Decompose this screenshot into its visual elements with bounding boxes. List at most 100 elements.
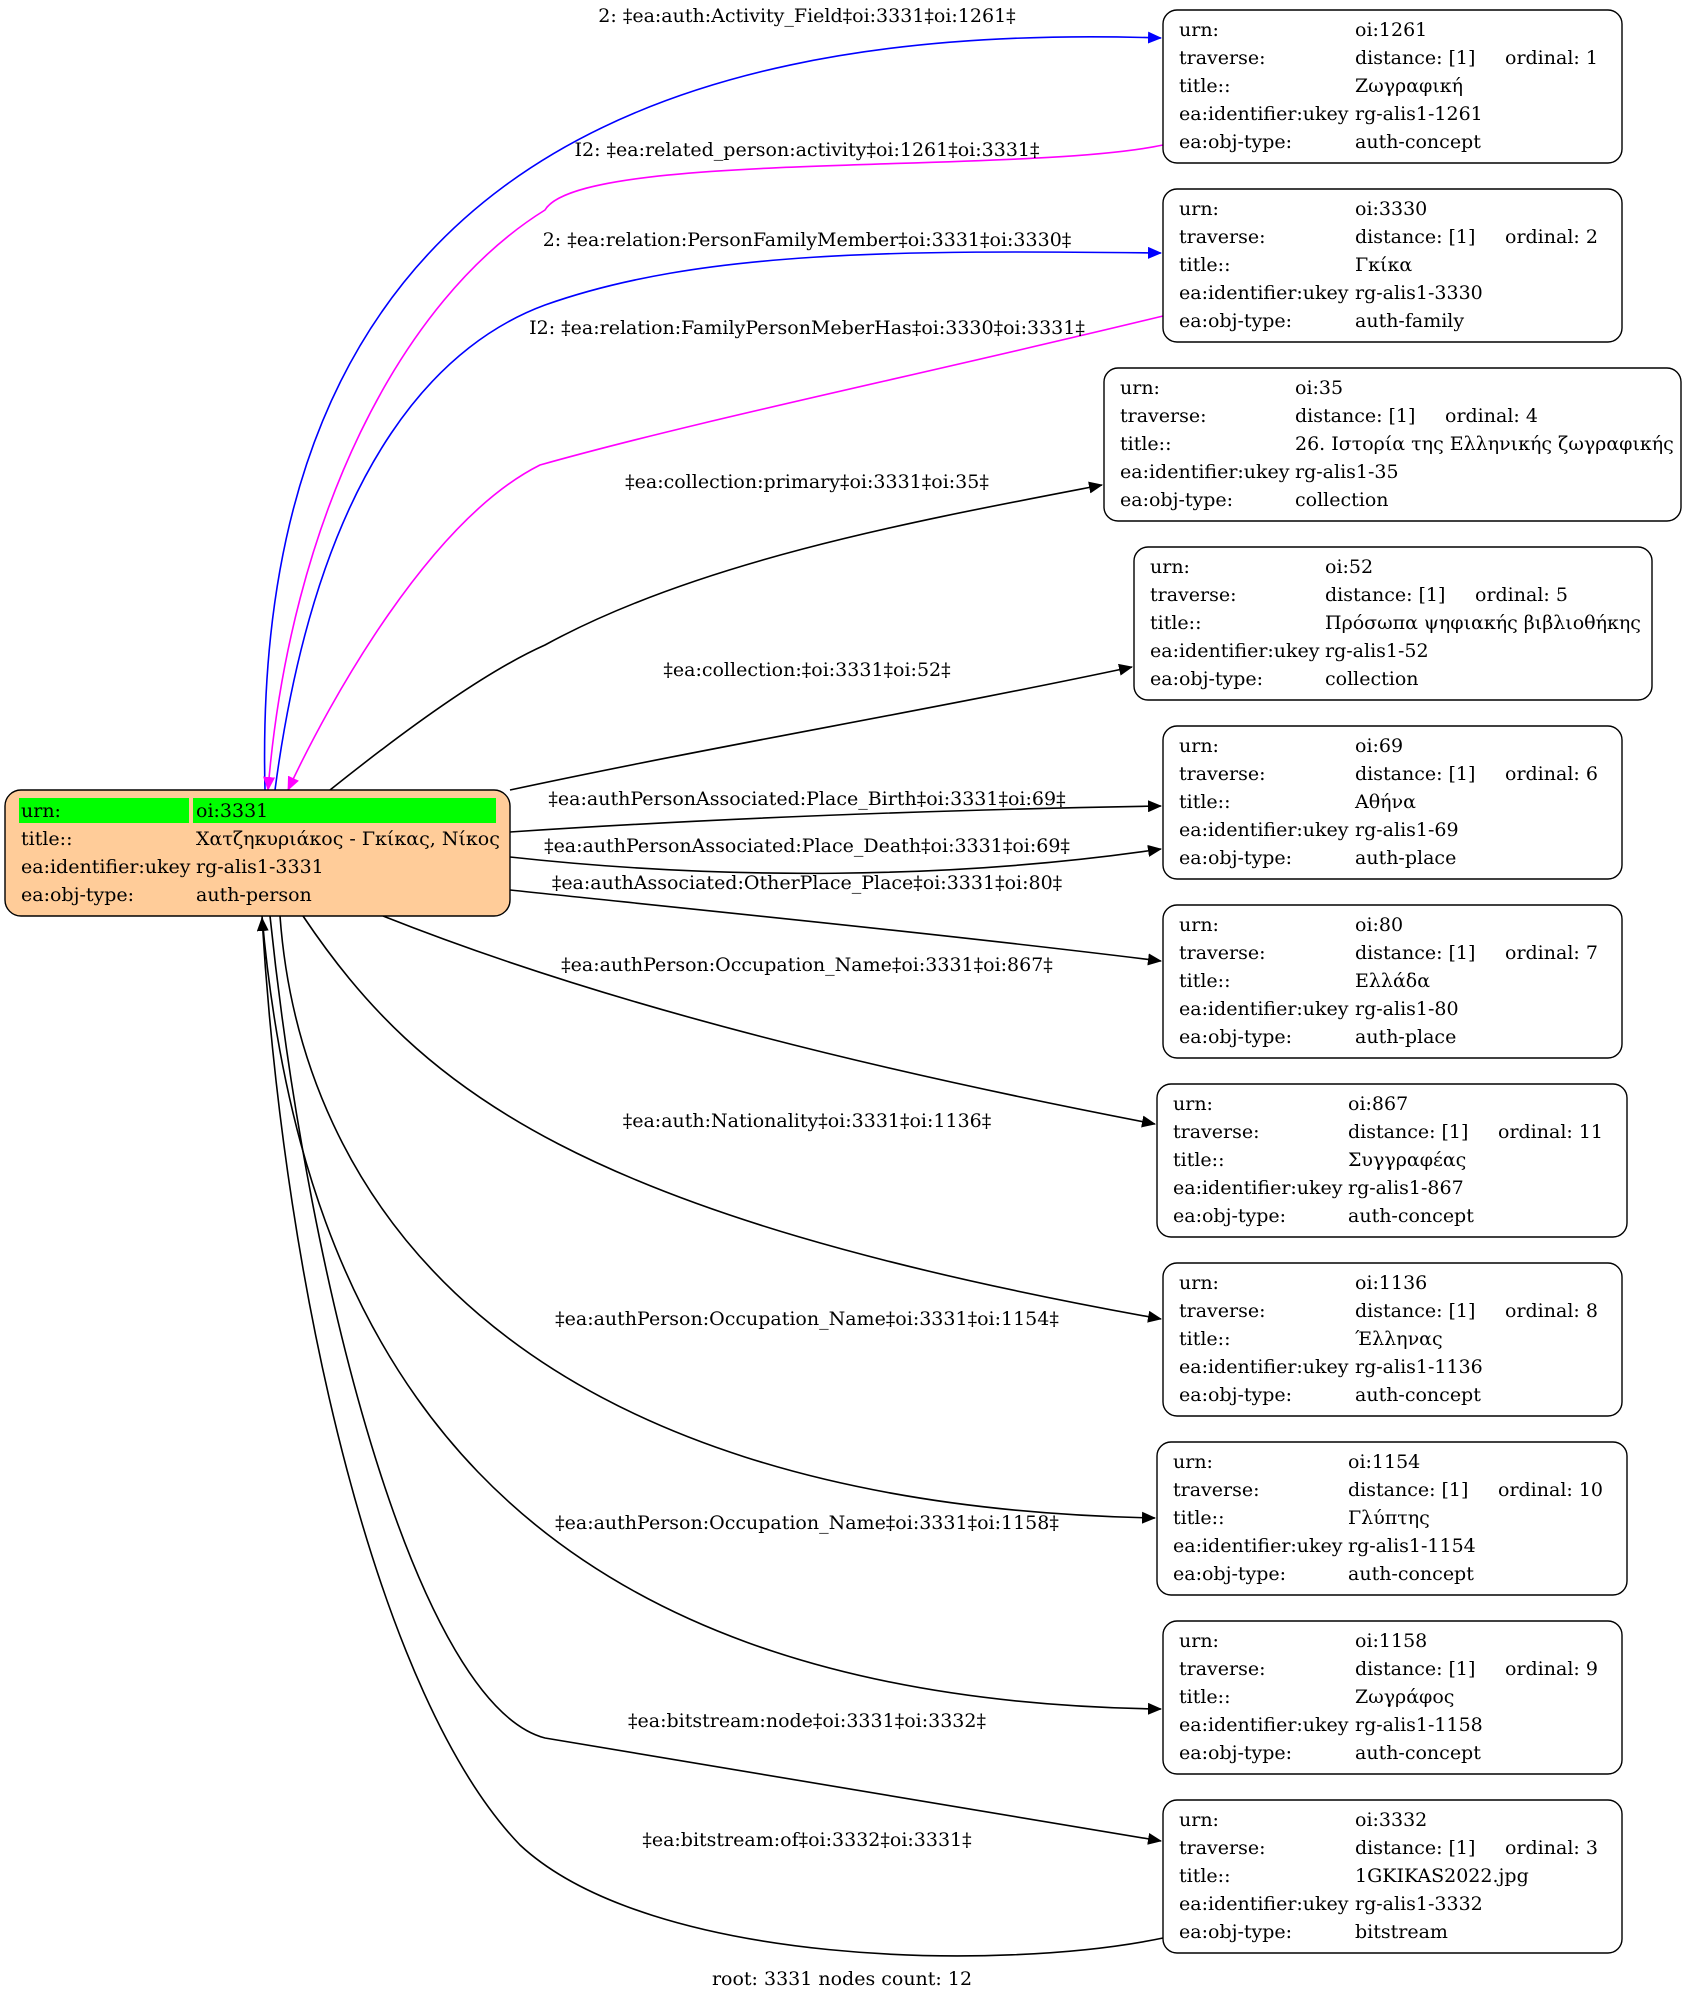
- node-row-key: title::: [1179, 75, 1230, 97]
- edge-label: ‡ea:collection:‡oi:3331‡oi:52‡: [663, 659, 950, 681]
- edge: ‡ea:authPerson:Occupation_Name‡oi:3331‡o…: [279, 915, 1156, 1524]
- root-header-value-bg: [193, 798, 496, 823]
- node-row-key: ea:obj-type:: [1179, 1742, 1292, 1764]
- node-row-key: ea:identifier:ukey: [1173, 1177, 1343, 1199]
- node-row-key: title::: [1173, 1149, 1224, 1171]
- node-row-value: oi:52: [1325, 556, 1373, 578]
- node-row-key: ea:obj-type:: [1179, 1921, 1292, 1943]
- node-row-value: rg-alis1-1158: [1355, 1714, 1483, 1736]
- node-row-value: auth-concept: [1348, 1563, 1474, 1585]
- node-row-value: rg-alis1-52: [1325, 640, 1429, 662]
- node-row-value: oi:1261: [1355, 19, 1427, 41]
- node-row-key: traverse:: [1179, 763, 1266, 785]
- edge-line: [302, 915, 1162, 1323]
- edge-label: ‡ea:bitstream:of‡oi:3332‡oi:3331‡: [642, 1829, 971, 1851]
- node-row-value: oi:3332: [1355, 1809, 1427, 1831]
- node-box: [1162, 9, 1623, 164]
- node-box: [1103, 367, 1682, 522]
- node-row-key: ea:obj-type:: [1179, 1026, 1292, 1048]
- node-row-key: urn:: [1173, 1451, 1213, 1473]
- node-row-value: distance: [1]: [1355, 1658, 1475, 1680]
- edge-line: [274, 246, 1162, 791]
- node-row-value: auth-concept: [1355, 1384, 1481, 1406]
- node-box: [1162, 188, 1623, 343]
- edge-line: [329, 481, 1103, 791]
- node-row-value: Γλύπτης: [1348, 1507, 1430, 1529]
- node-row-key: title::: [1179, 1328, 1230, 1350]
- node-row-value: oi:3330: [1355, 198, 1427, 220]
- edge-line: [263, 144, 1164, 791]
- node-row-key: traverse:: [1179, 1300, 1266, 1322]
- node-box: [1156, 1083, 1628, 1238]
- node-row-key: ea:identifier:ukey: [1179, 1893, 1349, 1915]
- edge: ‡ea:bitstream:node‡oi:3331‡oi:3332‡: [269, 915, 1162, 1845]
- root-header-key-bg: [19, 798, 189, 823]
- node-box: [1162, 1262, 1623, 1417]
- edge-label: ‡ea:authPerson:Occupation_Name‡oi:3331‡o…: [561, 954, 1053, 976]
- node-row-value: Ελλάδα: [1355, 970, 1430, 992]
- node-ordinal: ordinal: 5: [1475, 584, 1568, 606]
- node-row-key: traverse:: [1173, 1121, 1260, 1143]
- node-row-value: oi:35: [1295, 377, 1343, 399]
- node-row-key: title::: [1150, 612, 1201, 634]
- node-row-value: Ζωγραφική: [1355, 75, 1463, 97]
- node-row-value: auth-family: [1355, 310, 1464, 332]
- edge: I2: ‡ea:relation:FamilyPersonMeberHas‡oi…: [287, 315, 1164, 791]
- edge-line: [256, 917, 1164, 1957]
- edge: 2: ‡ea:relation:PersonFamilyMember‡oi:33…: [274, 229, 1162, 791]
- node-row-value: rg-alis1-1261: [1355, 103, 1483, 125]
- node-row-key: traverse:: [1179, 226, 1266, 248]
- node-row-key: urn:: [1179, 1630, 1219, 1652]
- node-box: [1156, 1441, 1628, 1596]
- edge-label: ‡ea:authPersonAssociated:Place_Death‡oi:…: [544, 835, 1070, 857]
- node-row-key: ea:obj-type:: [1179, 310, 1292, 332]
- root-row-value: oi:3331: [196, 800, 268, 822]
- root-row-value: rg-alis1-3331: [196, 856, 324, 878]
- edge-line: [279, 915, 1156, 1524]
- node-row-key: urn:: [1179, 19, 1219, 41]
- node-row-value: auth-concept: [1355, 131, 1481, 153]
- node-row-value: distance: [1]: [1355, 47, 1475, 69]
- edge: ‡ea:auth:Nationality‡oi:3331‡oi:1136‡: [302, 915, 1162, 1323]
- edge-line: [382, 915, 1156, 1128]
- node-row-value: 26. Ιστορία της Ελληνικής ζωγραφικής: [1295, 433, 1674, 455]
- node-ordinal: ordinal: 8: [1505, 1300, 1598, 1322]
- edge-label: ‡ea:authPersonAssociated:Place_Birth‡oi:…: [548, 788, 1065, 810]
- node-row-key: urn:: [1179, 914, 1219, 936]
- graph-caption: root: 3331 nodes count: 12: [712, 1968, 972, 1990]
- edge-label: ‡ea:authAssociated:OtherPlace_Place‡oi:3…: [552, 872, 1062, 894]
- edge-label: ‡ea:auth:Nationality‡oi:3331‡oi:1136‡: [623, 1110, 992, 1132]
- node-row-key: title::: [1179, 970, 1230, 992]
- edge-line: [287, 315, 1164, 791]
- edge-label: I2: ‡ea:relation:FamilyPersonMeberHas‡oi…: [529, 317, 1085, 339]
- node-row-value: auth-place: [1355, 847, 1456, 869]
- node-ordinal: ordinal: 1: [1505, 47, 1598, 69]
- node-row-value: oi:69: [1355, 735, 1403, 757]
- edge-line: [509, 800, 1162, 833]
- node-row-value: 1GKIKAS2022.jpg: [1355, 1865, 1529, 1887]
- node-row-value: distance: [1]: [1325, 584, 1445, 606]
- edge: ‡ea:authAssociated:OtherPlace_Place‡oi:3…: [509, 872, 1162, 966]
- node-row-value: distance: [1]: [1295, 405, 1415, 427]
- edge-label: 2: ‡ea:auth:Activity_Field‡oi:3331‡oi:12…: [598, 5, 1015, 27]
- node-row-key: title::: [1173, 1507, 1224, 1529]
- edge-label: ‡ea:authPerson:Occupation_Name‡oi:3331‡o…: [555, 1308, 1059, 1330]
- node-row-key: ea:identifier:ukey: [1150, 640, 1320, 662]
- node-row-key: title::: [1179, 1865, 1230, 1887]
- node-row-key: ea:obj-type:: [1173, 1205, 1286, 1227]
- node-row-value: distance: [1]: [1355, 1300, 1475, 1322]
- root-row-key: title::: [21, 828, 72, 850]
